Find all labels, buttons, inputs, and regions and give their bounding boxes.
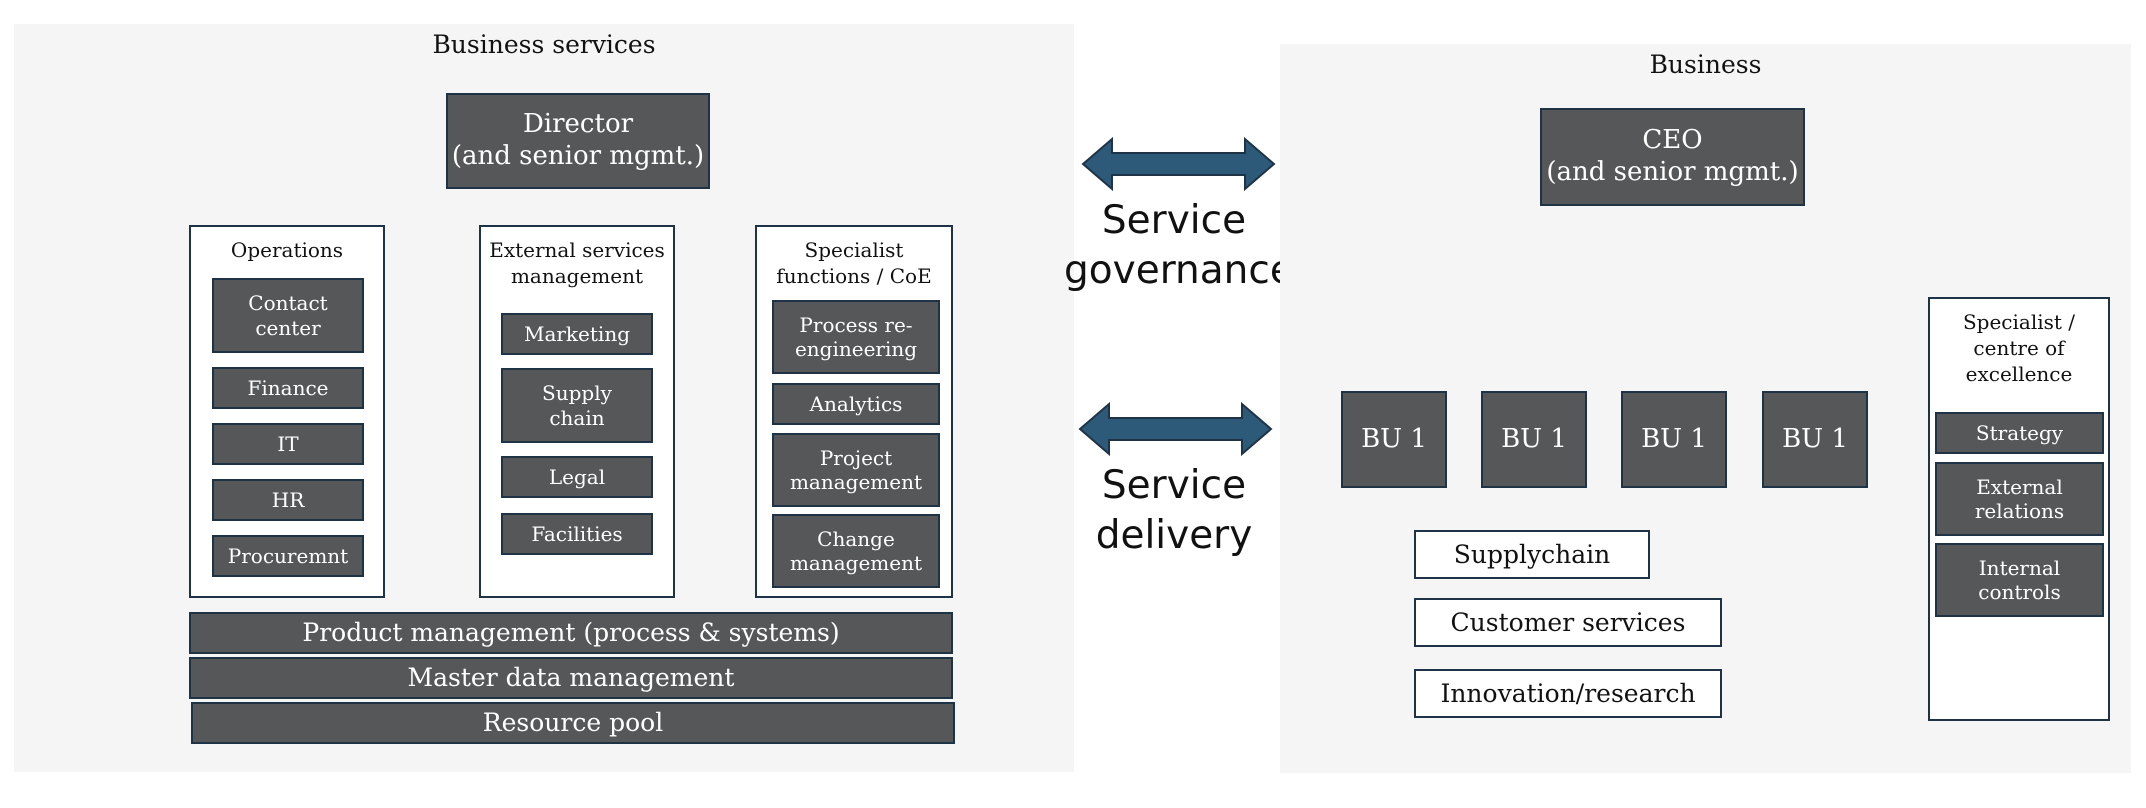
strategy-box: Strategy <box>1935 412 2104 454</box>
process-reengineering-box: Process re- engineering <box>772 300 940 374</box>
director-box: Director (and senior mgmt.) <box>446 93 710 189</box>
internal-controls-box: Internal controls <box>1935 543 2104 617</box>
external-relations-box: External relations <box>1935 462 2104 536</box>
change-management-box: Change management <box>772 514 940 588</box>
business-unit-box: BU 1 <box>1341 391 1447 488</box>
customer-services-box: Customer services <box>1414 598 1722 647</box>
operations-heading: Operations <box>230 238 344 262</box>
finance-box: Finance <box>212 367 364 409</box>
hr-box: HR <box>212 479 364 521</box>
specialist-coe-heading: Specialist / centre of excellence <box>1962 310 2076 386</box>
marketing-box: Marketing <box>501 313 653 355</box>
service-delivery-label: Service delivery <box>1095 463 1253 558</box>
supplychain-box: Supplychain <box>1414 530 1650 579</box>
governance-double-arrow <box>1081 136 1276 192</box>
project-management-box: Project management <box>772 433 940 507</box>
ceo-box: CEO (and senior mgmt.) <box>1540 108 1805 206</box>
specialist-functions-heading: Specialist functions / CoE <box>776 238 932 288</box>
contact-center-box: Contact center <box>212 278 364 353</box>
analytics-box: Analytics <box>772 383 940 425</box>
delivery-double-arrow <box>1078 401 1273 457</box>
business-services-title: Business services <box>432 30 656 59</box>
master-data-management-bar: Master data management <box>189 657 953 699</box>
business-unit-box: BU 1 <box>1621 391 1727 488</box>
facilities-box: Facilities <box>501 513 653 555</box>
business-unit-box: BU 1 <box>1762 391 1868 488</box>
innovation-research-box: Innovation/research <box>1414 669 1722 718</box>
business-unit-box: BU 1 <box>1481 391 1587 488</box>
business-title: Business <box>1649 50 1762 79</box>
product-management-bar: Product management (process & systems) <box>189 612 953 654</box>
supply-chain-box: Supply chain <box>501 368 653 443</box>
it-box: IT <box>212 423 364 465</box>
service-governance-label: Service governance <box>1064 198 1294 293</box>
legal-box: Legal <box>501 456 653 498</box>
procurement-box: Procuremnt <box>212 535 364 577</box>
external-services-heading: External services management <box>489 238 665 288</box>
resource-pool-bar: Resource pool <box>191 702 955 744</box>
